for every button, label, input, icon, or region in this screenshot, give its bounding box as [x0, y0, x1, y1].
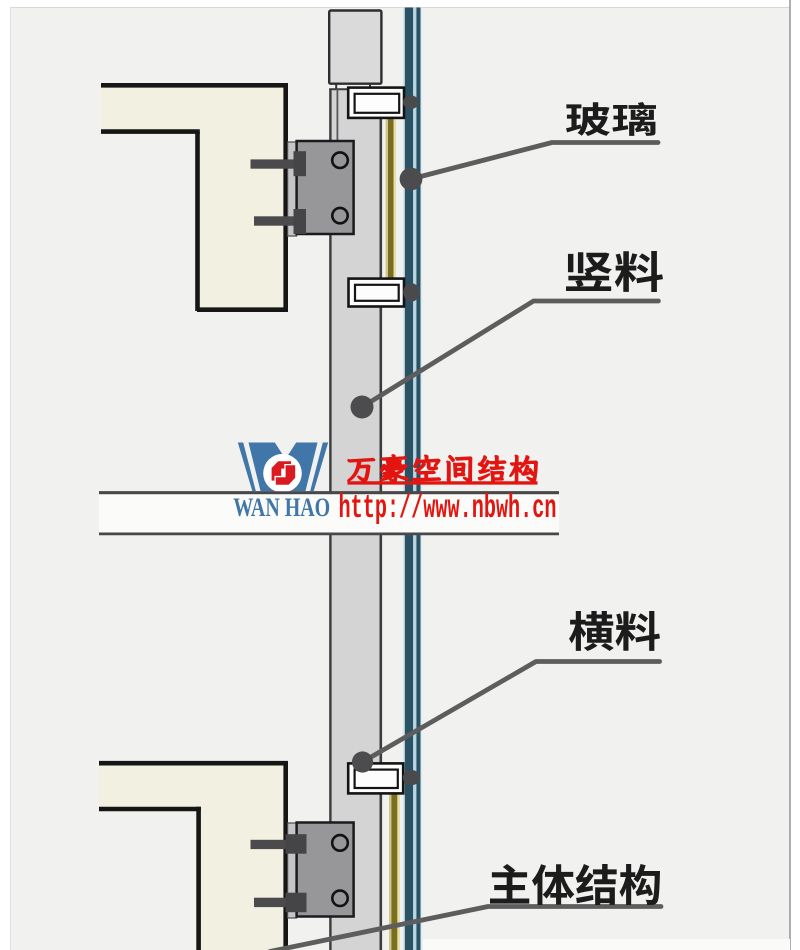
- svg-text:WAN HAO: WAN HAO: [233, 493, 330, 522]
- svg-text:http://www.nbwh.cn: http://www.nbwh.cn: [339, 490, 557, 527]
